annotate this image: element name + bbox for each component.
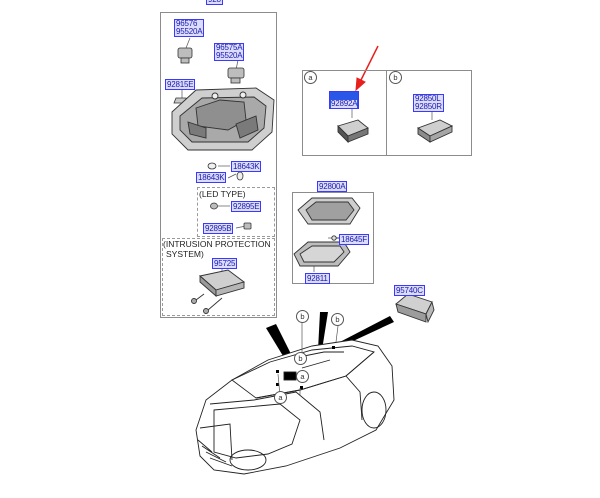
clip-part-96576 xyxy=(177,47,193,64)
luggage-lamp xyxy=(395,293,435,324)
bulb-parts-18643k xyxy=(207,162,244,181)
intrusion-note-line1: (INTRUSION PROTECTION xyxy=(163,239,271,249)
car-marker-b-1: b xyxy=(296,310,309,323)
detail-marker-a: a xyxy=(304,71,317,84)
intrusion-note-line2: SYSTEM) xyxy=(166,249,204,259)
label-92815e[interactable]: 92815E xyxy=(165,79,196,90)
intrusion-sensor xyxy=(191,269,245,314)
vehicle-outline xyxy=(195,339,395,475)
map-lamp-part-b xyxy=(417,119,454,143)
main-panel-title-tag[interactable]: 928 xyxy=(206,0,223,5)
car-marker-a-1: a xyxy=(296,370,309,383)
lamp-assembly-box xyxy=(292,192,374,284)
label-95740c[interactable]: 95740C xyxy=(394,285,425,296)
main-parts-panel xyxy=(160,12,277,318)
label-18643k-b[interactable]: 18643K xyxy=(196,172,227,183)
clip-part-96575a xyxy=(227,67,245,84)
car-marker-b-2: b xyxy=(331,313,344,326)
detail-divider xyxy=(386,70,387,156)
label-92895b[interactable]: 92895B xyxy=(203,223,234,234)
led-type-group xyxy=(197,187,275,237)
label-95725[interactable]: 95725 xyxy=(212,258,238,269)
car-marker-a-2: a xyxy=(274,391,287,404)
led-parts xyxy=(210,202,252,230)
overhead-console-housing xyxy=(171,87,275,151)
room-lamp-assembly xyxy=(293,197,361,267)
intrusion-group xyxy=(162,238,275,316)
label-92800a[interactable]: 92800A xyxy=(317,181,348,192)
red-pointer-arrow xyxy=(355,45,379,92)
label-18643k-a[interactable]: 18643K xyxy=(231,161,262,172)
label-18645f[interactable]: 18645F xyxy=(339,234,369,245)
detail-box xyxy=(302,70,472,156)
map-lamp-part-a xyxy=(337,119,369,144)
led-type-note: (LED TYPE) xyxy=(199,189,246,199)
car-marker-b-3: b xyxy=(294,352,307,365)
label-92811[interactable]: 92811 xyxy=(305,273,330,284)
detail-marker-b: b xyxy=(389,71,402,84)
label-92895e[interactable]: 92895E xyxy=(231,201,262,212)
